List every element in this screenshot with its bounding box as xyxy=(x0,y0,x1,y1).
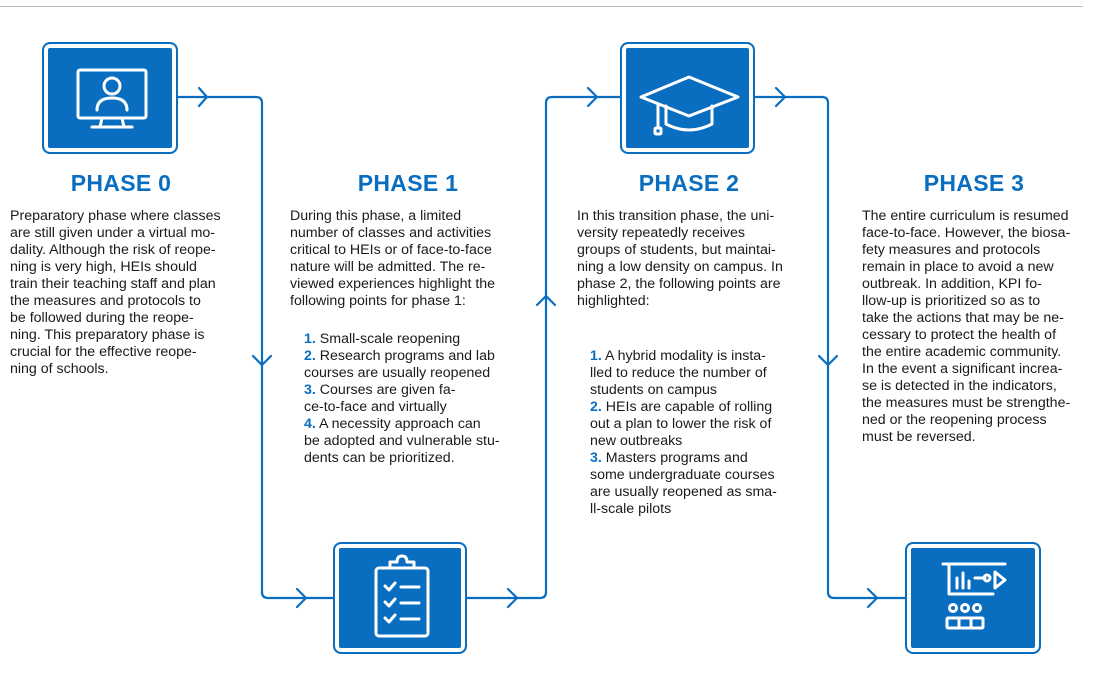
arrow-down-icon xyxy=(251,354,273,367)
phase-1-points: 1. Small-scale reopening 2. Research pro… xyxy=(304,331,544,467)
computer-user-icon xyxy=(76,68,148,129)
list-text: Courses are given fa- ce-to-face and vir… xyxy=(304,382,456,415)
phase-3-title: PHASE 3 xyxy=(923,170,1025,196)
graduation-cap-icon xyxy=(639,75,740,136)
list-number: 3. xyxy=(304,382,316,398)
arrow-right-icon xyxy=(586,86,599,108)
list-number: 4. xyxy=(304,416,316,432)
phase-2-points: 1. A hybrid modality is insta- lled to r… xyxy=(590,348,825,518)
phase-2-title: PHASE 2 xyxy=(638,170,740,196)
list-number: 2. xyxy=(304,348,316,364)
list-item: 1. A hybrid modality is insta- lled to r… xyxy=(590,348,825,399)
list-number: 3. xyxy=(590,450,602,466)
phase-0-title: PHASE 0 xyxy=(70,170,172,196)
clipboard-checklist-icon xyxy=(374,554,430,638)
list-item: 2. Research programs and lab courses are… xyxy=(304,348,544,382)
phase-2-description: In this transition phase, the uni- versi… xyxy=(577,208,783,309)
list-item: 3. Courses are given fa- ce-to-face and … xyxy=(304,382,544,416)
list-item: 1. Small-scale reopening xyxy=(304,331,544,348)
list-text: Small-scale reopening xyxy=(319,331,461,347)
arrow-right-icon xyxy=(197,86,209,108)
arrow-right-icon xyxy=(866,587,879,609)
list-item: 2. HEIs are capable of rolling out a pla… xyxy=(590,399,825,450)
phase-2-icon-box xyxy=(620,42,755,154)
phase-3-description: The entire curriculum is resumed face-to… xyxy=(862,208,1071,445)
connector-2-3 xyxy=(753,95,907,600)
list-item: 3. Masters programs and some undergradua… xyxy=(590,450,825,518)
list-text: Research programs and lab courses are us… xyxy=(304,348,495,381)
top-divider xyxy=(0,6,1083,7)
list-number: 1. xyxy=(304,331,316,347)
phase-1-icon-box xyxy=(333,542,467,654)
list-number: 2. xyxy=(590,399,602,415)
arrow-right-icon xyxy=(774,86,787,108)
phase-3-icon-box xyxy=(905,542,1041,654)
phase-0-description: Preparatory phase where classes are stil… xyxy=(10,208,221,377)
arrow-down-icon xyxy=(817,354,839,367)
arrow-right-icon xyxy=(506,587,519,609)
phase-1-title: PHASE 1 xyxy=(357,170,459,196)
phase-0-icon-box xyxy=(42,42,178,154)
dashboard-presentation-icon xyxy=(941,562,1007,630)
arrow-up-icon xyxy=(535,294,557,307)
list-number: 1. xyxy=(590,348,602,364)
phase-1-description: During this phase, a limited number of c… xyxy=(290,208,496,309)
list-text: HEIs are capable of rolling out a plan t… xyxy=(590,399,773,449)
list-text: A necessity approach can be adopted and … xyxy=(304,416,500,466)
list-text: A hybrid modality is insta- lled to redu… xyxy=(590,348,767,398)
connector-1-2 xyxy=(465,95,622,600)
arrow-right-icon xyxy=(295,587,308,609)
list-text: Masters programs and some undergraduate … xyxy=(590,450,777,517)
connector-0-1 xyxy=(176,95,335,600)
list-item: 4. A necessity approach can be adopted a… xyxy=(304,416,544,467)
